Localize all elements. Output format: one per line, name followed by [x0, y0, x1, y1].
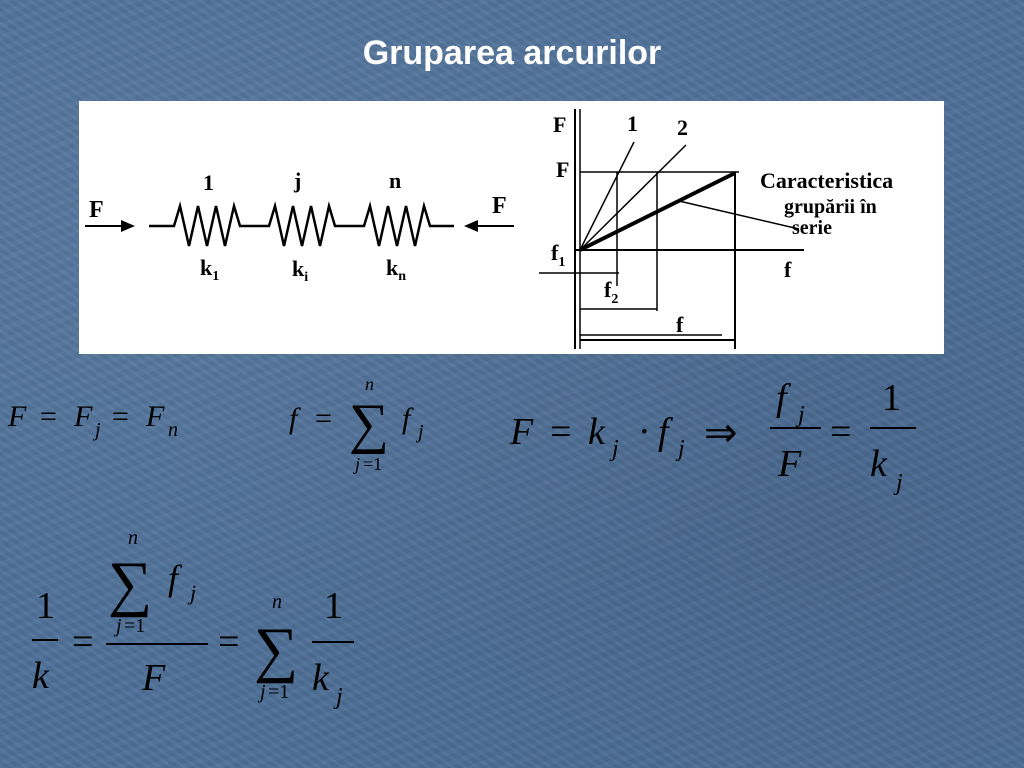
- springs-diagram-panel: F F 1 j n k1 ki kn: [79, 101, 944, 354]
- graph-line-label-1: 1: [627, 111, 638, 136]
- svg-text:j: j: [257, 681, 266, 703]
- spring-label-1: 1: [203, 170, 214, 195]
- svg-text:=: =: [112, 400, 129, 433]
- svg-text:j: j: [609, 436, 619, 462]
- svg-text:·: ·: [638, 411, 651, 453]
- svg-text:j: j: [353, 454, 360, 474]
- stiffness-label-ki: ki: [292, 256, 308, 285]
- svg-text:f: f: [658, 411, 673, 453]
- svg-text:F: F: [141, 657, 166, 699]
- formula-series-stiffness-render: 1 k = n ∑ f j j =1 F = n ∑ j =1 1 k j: [32, 527, 354, 710]
- svg-text:k: k: [32, 655, 50, 697]
- svg-text:=: =: [40, 400, 57, 433]
- formula-equal-forces-render: F = F j = F n: [7, 400, 178, 441]
- formula-series-stiffness: 1 k = n ∑ f j j =1 F = n ∑ j =1 1 k j: [28, 522, 368, 722]
- graph-line-label-2: 2: [677, 115, 688, 140]
- svg-text:F: F: [7, 400, 27, 433]
- svg-text:f: f: [289, 402, 301, 435]
- svg-text:j: j: [415, 421, 424, 443]
- svg-text:=1: =1: [268, 681, 289, 703]
- svg-text:j: j: [187, 580, 196, 605]
- stiffness-label-k1: k1: [200, 255, 219, 284]
- svg-text:∑: ∑: [349, 393, 389, 455]
- svg-text:F: F: [509, 411, 534, 453]
- springs-chain: [149, 201, 454, 247]
- spring-label-n: n: [389, 168, 401, 193]
- svg-text:j: j: [795, 402, 805, 428]
- graph-y-axis-label: F: [553, 112, 566, 137]
- formula-total-deflection: f = ∑ n j =1 f j: [285, 372, 455, 482]
- svg-text:j: j: [113, 615, 122, 637]
- graph-caption-line-1: Caracteristica: [760, 168, 893, 193]
- force-deflection-graph: [539, 109, 804, 349]
- left-force-arrow: [85, 220, 135, 232]
- graph-caption-line-2: grupării în: [784, 196, 877, 218]
- graph-x-axis-label: f: [784, 257, 792, 282]
- svg-text:=: =: [830, 411, 851, 453]
- graph-f-total-label: f: [676, 312, 684, 337]
- svg-text:1: 1: [882, 377, 901, 419]
- svg-text:j: j: [92, 419, 101, 441]
- graph-caption-line-3: serie: [792, 217, 832, 239]
- formula-hooke-law-render: F = k j · f j ⇒ f j F = 1 k j: [509, 377, 916, 496]
- svg-text:1: 1: [36, 585, 55, 627]
- svg-text:=: =: [218, 621, 239, 663]
- stiffness-label-kn: kn: [386, 255, 406, 284]
- springs-diagram: F F 1 j n k1 ki kn: [85, 109, 893, 349]
- svg-text:n: n: [128, 527, 138, 549]
- svg-text:n: n: [365, 374, 374, 394]
- svg-text:∑: ∑: [108, 550, 152, 618]
- svg-text:k: k: [870, 443, 888, 485]
- graph-f2-label: f2: [604, 277, 618, 307]
- formula-hooke-law: F = k j · f j ⇒ f j F = 1 k j: [508, 366, 928, 501]
- svg-text:f: f: [776, 377, 791, 419]
- svg-text:k: k: [588, 411, 606, 453]
- svg-text:f: f: [402, 402, 414, 435]
- svg-text:=1: =1: [124, 615, 145, 637]
- svg-text:F: F: [73, 400, 93, 433]
- graph-f1-label: f1: [551, 240, 565, 270]
- svg-text:=: =: [550, 411, 571, 453]
- svg-text:=: =: [315, 402, 332, 435]
- svg-text:j: j: [333, 684, 343, 710]
- slide-title: Gruparea arcurilor: [362, 34, 662, 72]
- svg-text:=: =: [72, 621, 93, 663]
- svg-text:n: n: [168, 419, 178, 441]
- svg-text:1: 1: [324, 585, 343, 627]
- spring-label-j: j: [293, 168, 301, 193]
- formula-total-deflection-render: f = ∑ n j =1 f j: [289, 374, 424, 474]
- svg-text:F: F: [145, 400, 165, 433]
- left-force-label: F: [89, 197, 104, 223]
- formula-equal-forces: F = F j = F n: [7, 390, 208, 450]
- svg-text:⇒: ⇒: [704, 410, 738, 455]
- right-force-arrow: [464, 220, 514, 232]
- svg-text:j: j: [675, 436, 685, 462]
- right-force-label: F: [492, 193, 507, 219]
- graph-y-force-label: F: [556, 157, 569, 182]
- svg-text:j: j: [893, 470, 903, 496]
- svg-text:F: F: [777, 443, 802, 485]
- svg-text:n: n: [272, 591, 282, 613]
- svg-text:f: f: [168, 558, 183, 598]
- svg-text:k: k: [312, 657, 330, 699]
- svg-text:∑: ∑: [254, 616, 298, 684]
- svg-text:=1: =1: [363, 454, 382, 474]
